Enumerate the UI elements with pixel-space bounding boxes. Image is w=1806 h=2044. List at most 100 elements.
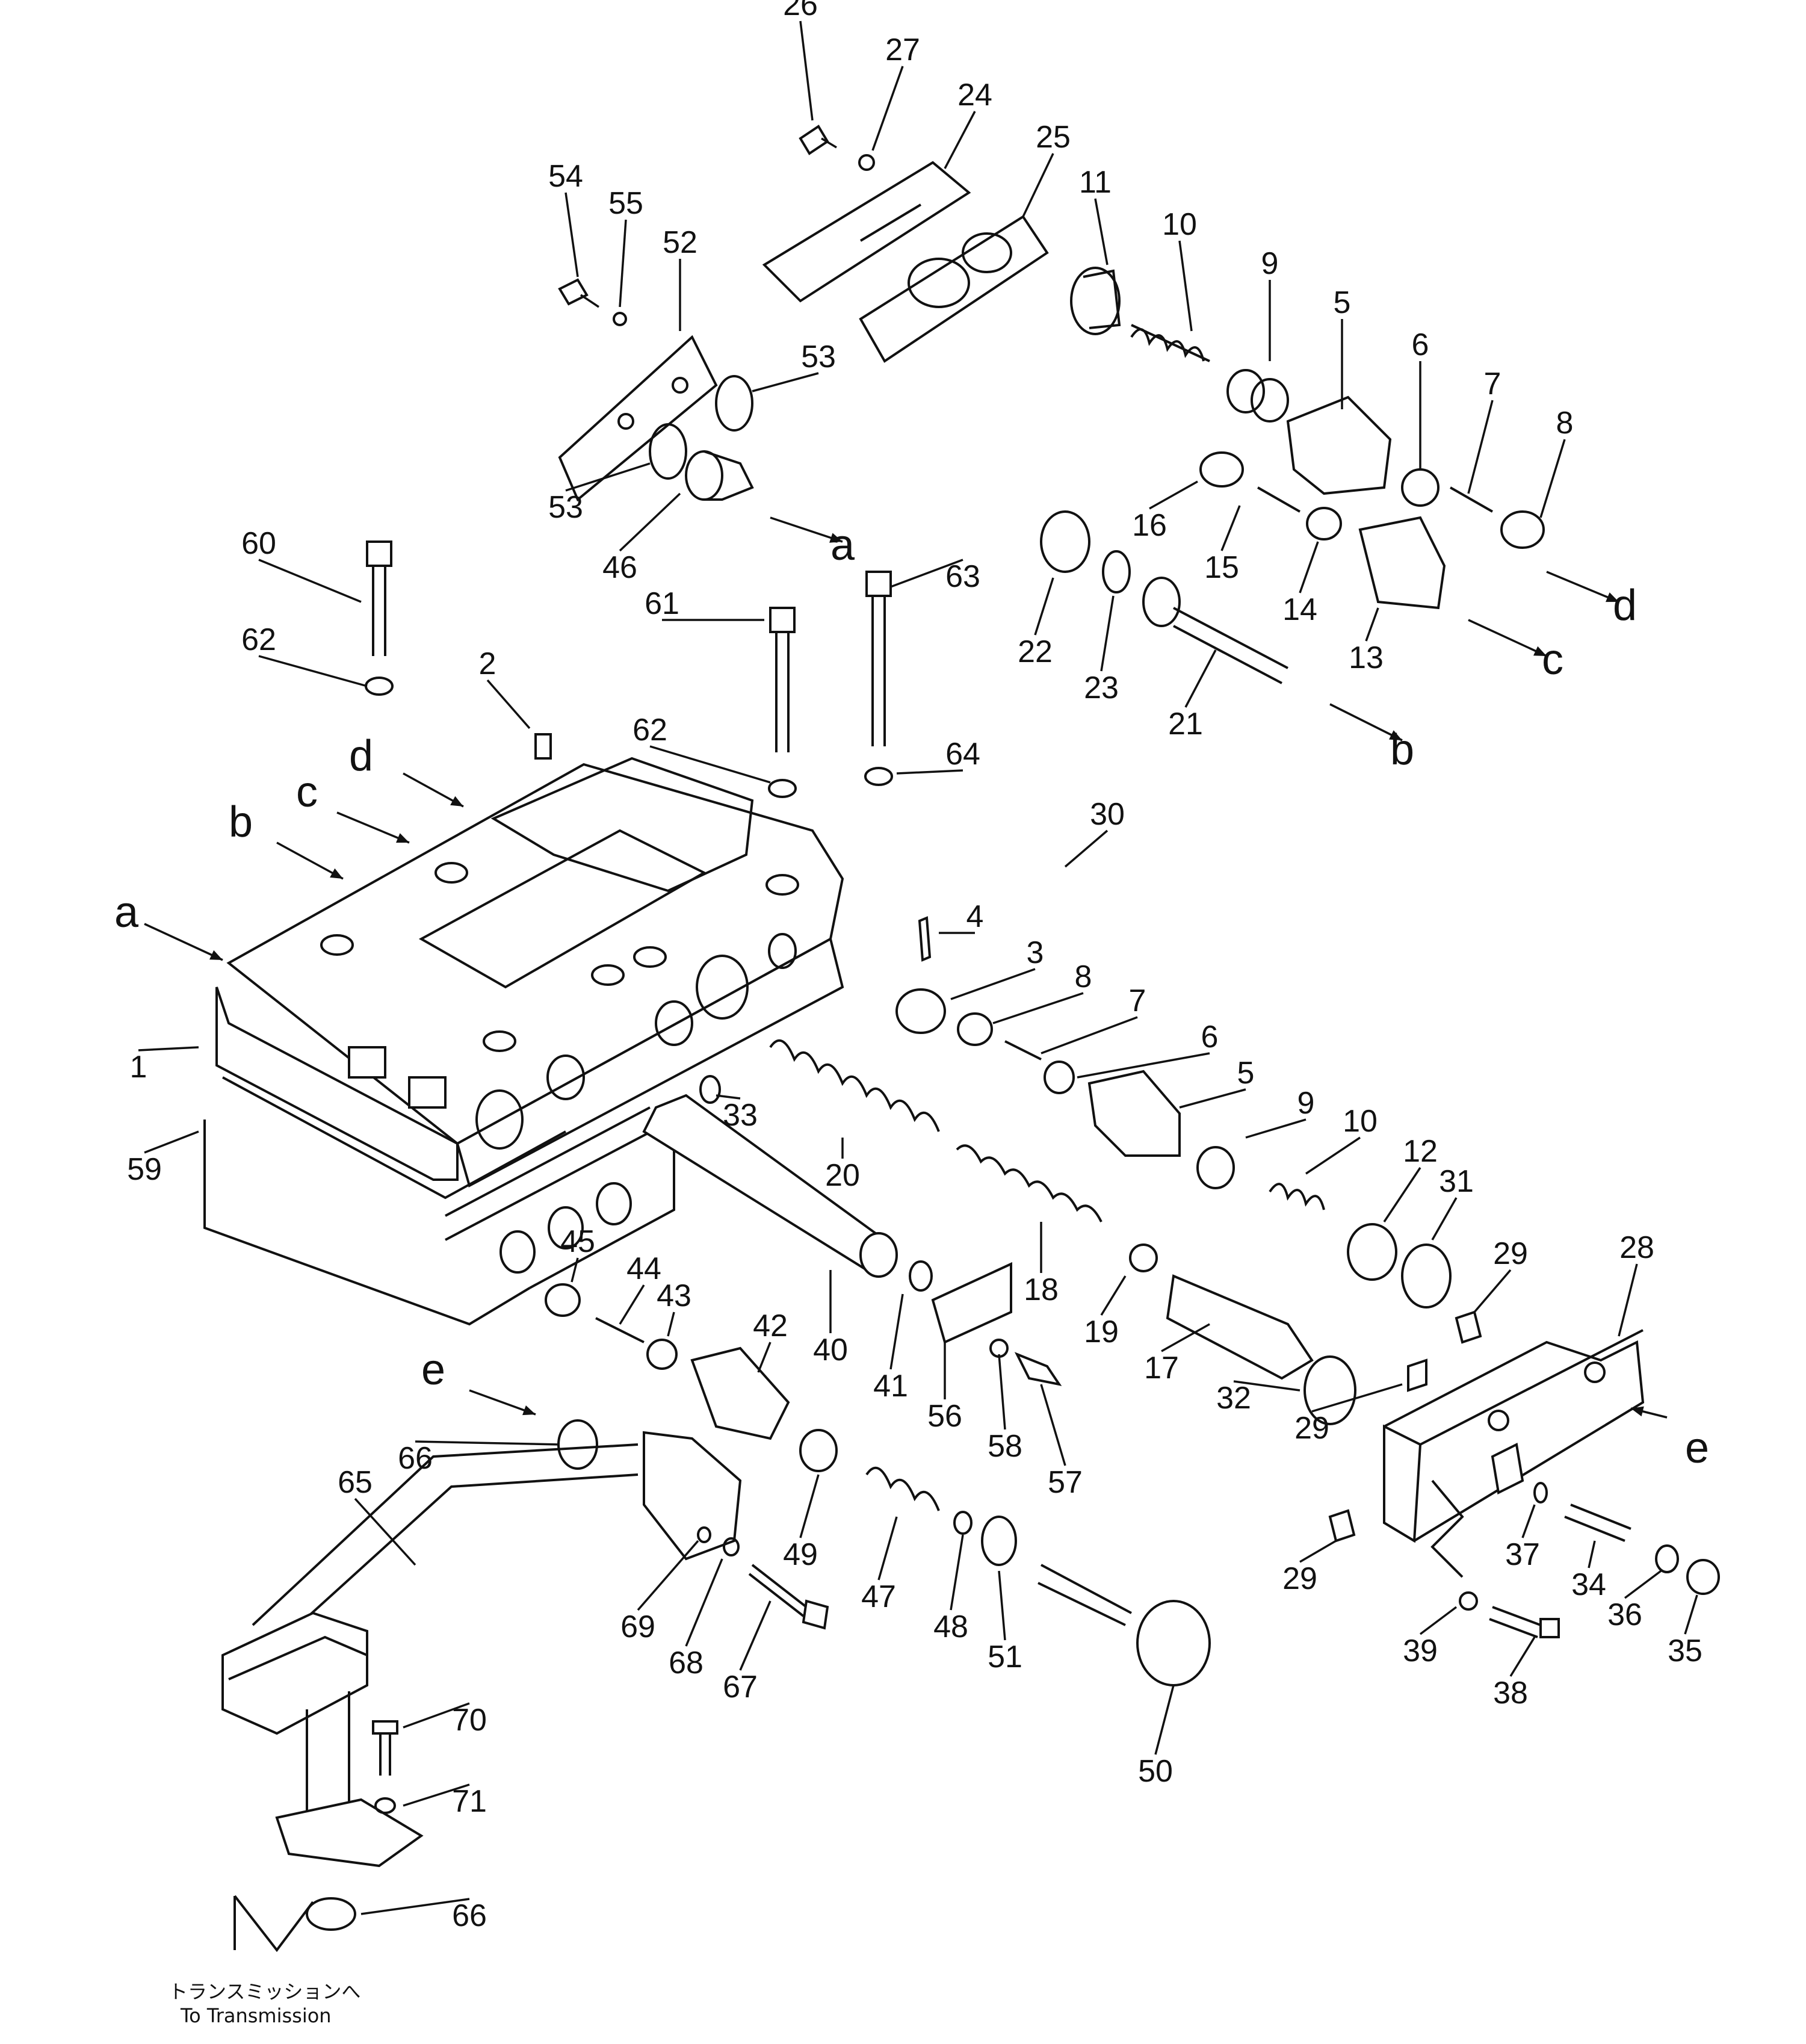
leader-line-67 bbox=[739, 1600, 772, 1671]
leader-line-48 bbox=[950, 1534, 964, 1611]
upper-spool-assembly bbox=[1070, 267, 1545, 549]
leader-line-8 bbox=[1539, 439, 1566, 518]
leader-line-13 bbox=[1365, 607, 1379, 642]
part-number-label-64: 64 bbox=[945, 737, 980, 772]
o-ring-66 bbox=[557, 1419, 598, 1470]
washer-69 bbox=[697, 1526, 711, 1543]
leader-line-60 bbox=[258, 559, 362, 603]
o-ring-66 bbox=[306, 1897, 356, 1931]
bolt-63 bbox=[865, 571, 892, 746]
cover-28 bbox=[1383, 1329, 1645, 1543]
reference-arrow-a bbox=[770, 516, 843, 543]
part-number-label-32: 32 bbox=[1216, 1381, 1251, 1416]
leader-line-55 bbox=[619, 219, 627, 308]
leader-line-47 bbox=[877, 1516, 898, 1581]
part-number-label-55: 55 bbox=[608, 186, 643, 221]
leader-line-32 bbox=[1233, 1380, 1300, 1392]
part-number-label-9: 9 bbox=[1297, 1086, 1315, 1121]
leader-lines bbox=[138, 20, 1698, 1915]
leader-line-54 bbox=[564, 192, 579, 277]
leader-line-8 bbox=[992, 992, 1084, 1024]
part-number-label-7: 7 bbox=[1129, 983, 1146, 1018]
leader-line-66 bbox=[415, 1440, 560, 1446]
reference-letter-c: c bbox=[296, 768, 318, 816]
part-number-label-66: 66 bbox=[398, 1441, 433, 1476]
leader-line-26 bbox=[799, 20, 814, 121]
part-labels: 1234556677889910101112131415161718192021… bbox=[127, 0, 1702, 1933]
stud-34 bbox=[1564, 1504, 1631, 1542]
part-number-label-5: 5 bbox=[1237, 1056, 1255, 1091]
part-number-label-5: 5 bbox=[1334, 285, 1351, 320]
part-number-label-20: 20 bbox=[825, 1158, 860, 1193]
caption-japanese: トランスミッションへ bbox=[169, 1980, 360, 2003]
part-number-label-71: 71 bbox=[452, 1784, 487, 1819]
part-number-label-29: 29 bbox=[1493, 1236, 1528, 1271]
bolt-54 bbox=[558, 278, 599, 308]
leader-line-9 bbox=[1245, 1118, 1307, 1139]
spool-5 bbox=[1087, 1070, 1181, 1157]
part-number-label-56: 56 bbox=[927, 1399, 962, 1434]
nut-35 bbox=[1686, 1559, 1720, 1595]
part-number-label-29: 29 bbox=[1294, 1411, 1329, 1446]
washer-62 bbox=[768, 779, 797, 798]
leader-line-29 bbox=[1299, 1540, 1337, 1563]
leader-line-62 bbox=[258, 655, 368, 687]
part-number-label-62: 62 bbox=[632, 713, 667, 748]
part-number-label-25: 25 bbox=[1036, 120, 1071, 155]
reference-arrow-d bbox=[1546, 571, 1619, 603]
plug-50 bbox=[1038, 1564, 1211, 1686]
shaft-21 bbox=[1142, 577, 1288, 684]
washer-68 bbox=[723, 1537, 740, 1556]
spool-17 bbox=[1166, 1274, 1314, 1380]
reference-letter-a: a bbox=[830, 521, 855, 569]
plate-hole bbox=[596, 1182, 632, 1225]
spring-47 bbox=[865, 1466, 940, 1511]
leader-line-49 bbox=[799, 1474, 820, 1538]
valve-body-part-1 bbox=[203, 757, 844, 1326]
part-number-label-45: 45 bbox=[560, 1224, 595, 1259]
leader-line-36 bbox=[1624, 1570, 1662, 1599]
washer-64 bbox=[864, 767, 893, 786]
part-number-label-50: 50 bbox=[1138, 1754, 1173, 1789]
reference-letter-a: a bbox=[114, 888, 139, 937]
part-number-label-33: 33 bbox=[723, 1098, 758, 1133]
part-number-label-2: 2 bbox=[479, 646, 496, 681]
part-number-label-10: 10 bbox=[1343, 1104, 1378, 1139]
spring-7 bbox=[1004, 1040, 1042, 1061]
part-number-label-4: 4 bbox=[966, 899, 984, 934]
leader-line-22 bbox=[1034, 577, 1054, 636]
part-number-label-7: 7 bbox=[1484, 367, 1501, 401]
flow-arrow-to-transmission bbox=[233, 1895, 314, 1953]
leader-line-16 bbox=[1149, 480, 1198, 510]
part-number-label-8: 8 bbox=[1075, 959, 1092, 994]
part-number-label-13: 13 bbox=[1349, 640, 1384, 675]
o-ring-31 bbox=[1401, 1243, 1452, 1308]
part-number-label-6: 6 bbox=[1201, 1020, 1219, 1055]
spring-10 bbox=[1269, 1183, 1325, 1210]
washer-48 bbox=[953, 1511, 973, 1535]
leader-line-29 bbox=[1473, 1269, 1512, 1313]
leader-line-64 bbox=[896, 769, 963, 775]
reference-arrowhead-a bbox=[209, 950, 223, 960]
reference-arrowhead-c bbox=[1533, 646, 1547, 656]
spool-42 bbox=[690, 1346, 790, 1440]
cover-52 bbox=[558, 335, 718, 502]
leader-line-51 bbox=[998, 1570, 1006, 1641]
reference-letter-d: d bbox=[349, 732, 373, 780]
spacer-9 bbox=[1196, 1146, 1235, 1189]
cover-28-leader bbox=[1430, 1479, 1464, 1578]
leader-line-59 bbox=[144, 1130, 199, 1154]
part-number-label-62: 62 bbox=[241, 622, 276, 657]
part-number-label-38: 38 bbox=[1493, 1676, 1528, 1711]
part-number-label-12: 12 bbox=[1403, 1134, 1438, 1169]
spring-44 bbox=[595, 1317, 645, 1343]
washer-36 bbox=[1655, 1544, 1679, 1573]
plug-2 bbox=[534, 733, 552, 760]
leader-line-43 bbox=[667, 1312, 675, 1337]
cover-plate-24 bbox=[762, 161, 971, 303]
o-ring-33 bbox=[699, 1075, 721, 1104]
plate-56 bbox=[931, 1262, 1012, 1344]
plug-46 bbox=[685, 450, 754, 501]
